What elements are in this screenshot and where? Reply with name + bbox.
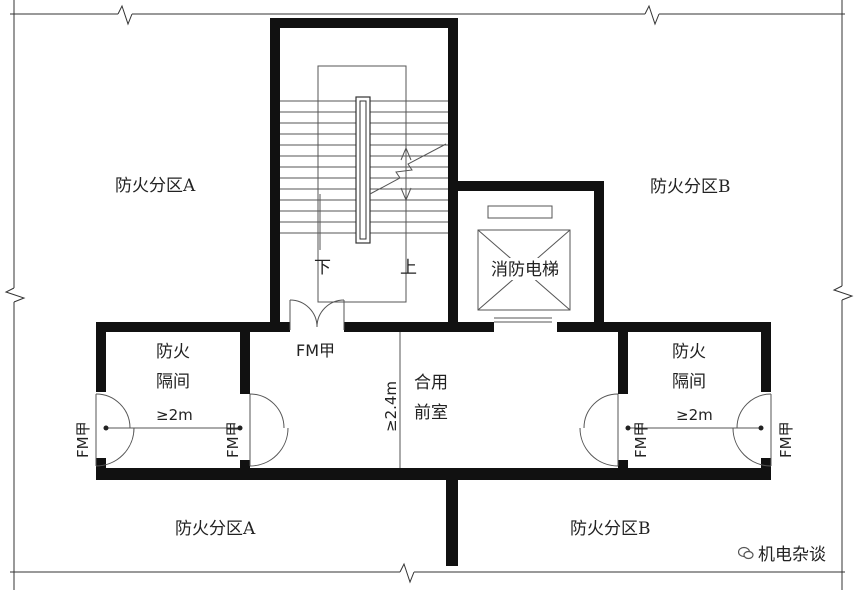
zone-b-top-label: 防火分区B <box>650 177 731 197</box>
stair-door-label: FM甲 <box>296 341 335 360</box>
left-vestibule-label-line2: 隔间 <box>156 372 190 392</box>
zone-b-bottom-label: 防火分区B <box>570 519 651 539</box>
left-vestibule-door-right-label: FM甲 <box>224 421 242 458</box>
elevator-label: 消防电梯 <box>491 260 559 280</box>
walls <box>96 18 771 566</box>
right-vestibule-door-left[interactable] <box>579 393 619 467</box>
left-vestibule-door-right[interactable] <box>249 393 289 467</box>
left-vestibule-door-left-label: FM甲 <box>74 421 92 458</box>
right-vestibule-door-right[interactable] <box>732 393 772 467</box>
lobby-label-line1: 合用 <box>414 373 448 393</box>
watermark-text: 机电杂谈 <box>758 545 826 565</box>
right-vestibule-dim-line <box>625 425 764 431</box>
zone-a-top-label: 防火分区A <box>115 176 196 196</box>
stair-down-label: 下 <box>314 258 331 278</box>
left-vestibule-label-line1: 防火 <box>156 342 190 362</box>
lobby-label-line2: 前室 <box>414 403 448 423</box>
lobby-width-dim: ≥2.4m <box>382 381 400 432</box>
stair-door[interactable] <box>289 299 345 330</box>
right-vestibule-door-right-label: FM甲 <box>777 421 795 458</box>
wechat-icon <box>738 546 754 559</box>
right-vestibule-label-line2: 隔间 <box>672 372 706 392</box>
outer-frame <box>4 0 854 590</box>
left-vestibule-dim-line <box>103 425 243 431</box>
stair-flights <box>280 65 448 303</box>
right-vestibule-label-line1: 防火 <box>672 342 706 362</box>
stair-up-label: 上 <box>400 258 417 278</box>
left-vestibule-door-left[interactable] <box>95 393 135 467</box>
left-vestibule-dim: ≥2m <box>156 406 193 424</box>
right-vestibule-dim: ≥2m <box>676 406 713 424</box>
right-vestibule-door-left-label: FM甲 <box>632 421 650 458</box>
zone-a-bottom-label: 防火分区A <box>175 519 256 539</box>
watermark: 机电杂谈 <box>738 540 826 565</box>
